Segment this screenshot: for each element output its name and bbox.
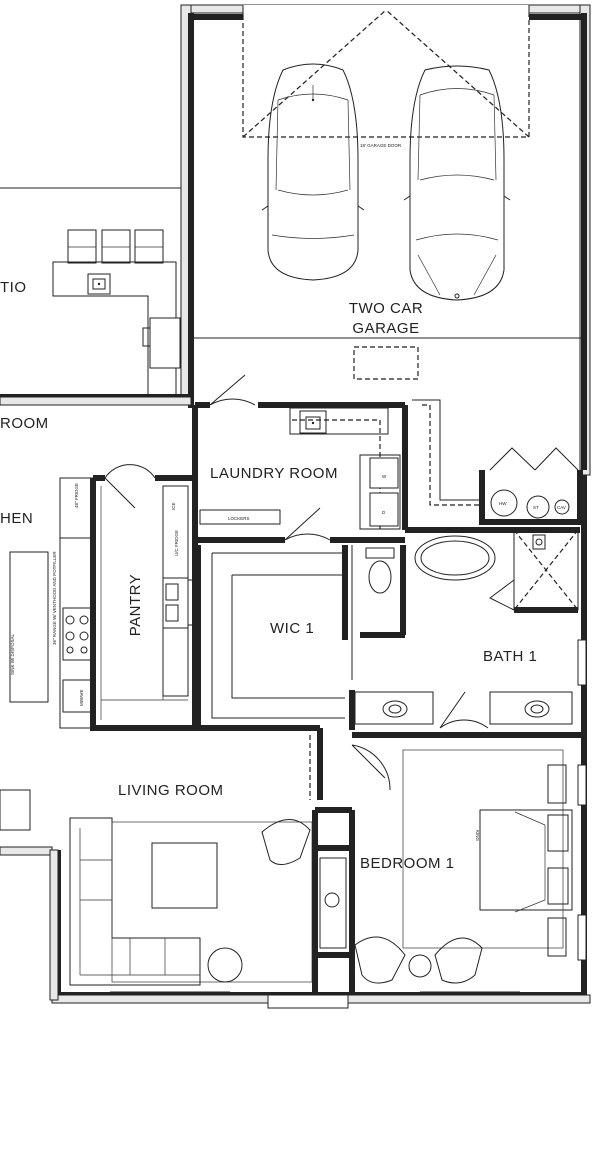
pantry-label: PANTRY xyxy=(127,574,144,636)
range xyxy=(62,607,92,661)
outdoor-kitchen xyxy=(52,229,181,396)
mechanical-closet: HW ST CAV xyxy=(479,447,583,525)
walk-in-closet: WIC 1 xyxy=(195,545,355,730)
patio-label: TIO xyxy=(0,279,27,296)
storage-tank-label: ST xyxy=(533,505,539,510)
sink-label: SINK W/ DISPOSAL xyxy=(10,633,15,675)
ice-label: ICE xyxy=(171,502,176,510)
king-label: KING xyxy=(475,830,480,842)
dryer-label: D xyxy=(382,510,386,515)
water-heater-label: HW xyxy=(499,501,507,506)
garage-exterior-walls xyxy=(180,4,591,476)
duct-line xyxy=(412,399,482,501)
kitchen-counter: 48" FRIDGE 36" RANGE W/ VENTHOOD AND POT… xyxy=(52,477,96,729)
mwave-label: MWAVE xyxy=(79,690,84,707)
bathtub xyxy=(414,535,496,581)
attic-access xyxy=(353,346,419,380)
bath: BATH 1 xyxy=(351,475,587,735)
coffee-table xyxy=(151,842,218,909)
kitchen-island xyxy=(9,551,49,703)
range-label: 36" RANGE W/ VENTHOOD AND POTFILLER xyxy=(52,551,57,645)
uc-fridge-label: U/C FRIDGE xyxy=(174,530,179,556)
laundry-room: W D LAUNDRY ROOM LOCKERS xyxy=(192,374,408,543)
bedroom-label: BEDROOM 1 xyxy=(360,855,455,872)
king-bed xyxy=(479,809,573,911)
laundry-label: LAUNDRY ROOM xyxy=(210,465,338,482)
sectional-sofa xyxy=(69,817,201,986)
kitchen-label: HEN xyxy=(0,510,33,527)
front-stoop xyxy=(267,994,349,1009)
garage-door: 18' GARAGE DOOR xyxy=(242,9,530,148)
armchair xyxy=(261,819,311,865)
bedroom: KING BEDROOM 1 xyxy=(351,732,587,995)
fridge-label: 48" FRIDGE xyxy=(74,483,79,508)
car-left xyxy=(261,63,365,281)
bath-label: BATH 1 xyxy=(483,648,537,665)
living-label: LIVING ROOM xyxy=(118,782,224,799)
garage-door-label: 18' GARAGE DOOR xyxy=(360,143,402,148)
lockers-label: LOCKERS xyxy=(228,516,250,521)
washer-label: W xyxy=(382,474,387,479)
cav-label: CAV xyxy=(557,505,566,510)
living-room: LIVING ROOM xyxy=(0,725,323,986)
hall-closet xyxy=(312,807,355,995)
garage-label-line2: GARAGE xyxy=(352,320,419,337)
pantry: ICE U/C FRIDGE PANTRY xyxy=(90,464,198,731)
car-right xyxy=(403,65,511,301)
duct-line-dashed xyxy=(422,404,482,506)
bottom-exterior-wall xyxy=(49,849,591,1009)
wic-label: WIC 1 xyxy=(270,620,314,637)
garage-label-line1: TWO CAR xyxy=(349,300,423,317)
dining-label: ROOM xyxy=(0,415,49,432)
